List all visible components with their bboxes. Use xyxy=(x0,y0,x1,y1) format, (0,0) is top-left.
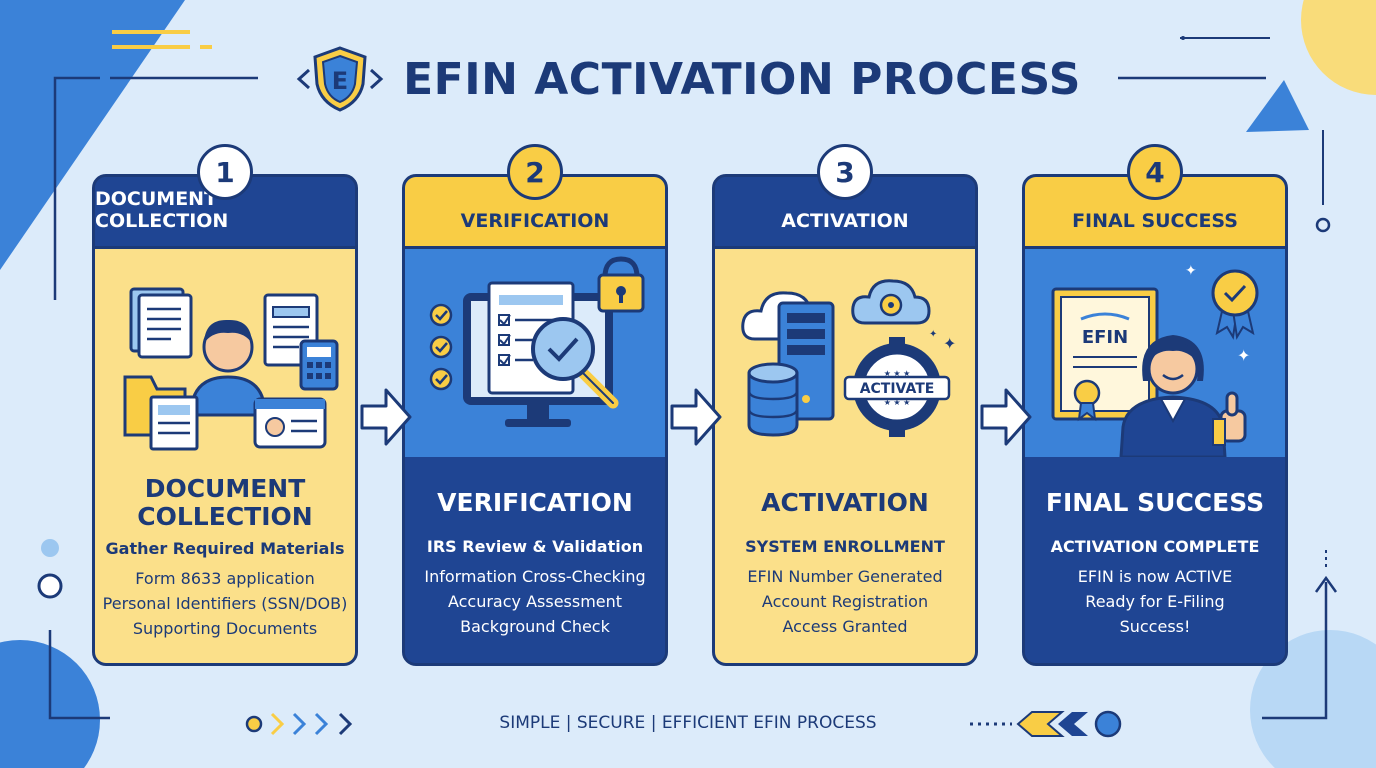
logo-letter: E xyxy=(332,67,348,95)
database-icon xyxy=(747,362,799,437)
svg-text:★ ★ ★: ★ ★ ★ xyxy=(884,369,911,378)
person-icon xyxy=(189,319,267,417)
step-subheading: SYSTEM ENROLLMENT xyxy=(745,537,945,556)
step-illustration: EFIN xyxy=(1025,249,1285,459)
calculator-icon xyxy=(299,339,339,391)
step-card-document-collection: DOCUMENT COLLECTION xyxy=(92,174,358,666)
step-number-badge: 2 xyxy=(507,144,563,200)
sparkle-icon: ✦ ✦ xyxy=(929,329,956,353)
svg-text:★ ★ ★: ★ ★ ★ xyxy=(884,398,911,407)
step-number-badge: 4 xyxy=(1127,144,1183,200)
lock-icon xyxy=(597,256,645,313)
step-illustration xyxy=(95,249,355,457)
step-body: ACTIVATION SYSTEM ENROLLMENT EFIN Number… xyxy=(715,457,975,663)
step-illustration xyxy=(405,249,665,457)
magnifier-icon xyxy=(531,317,619,409)
sparkle-icon: ✦ ✦ xyxy=(1185,263,1250,365)
certificate-icon: EFIN xyxy=(1051,287,1159,422)
step-arrow-icon xyxy=(980,388,1032,446)
step-detail: Information Cross-Checking xyxy=(424,567,646,586)
step-detail: EFIN is now ACTIVE xyxy=(1077,567,1233,586)
step-heading: COLLECTION xyxy=(137,502,313,531)
certificate-label: EFIN xyxy=(1082,327,1128,348)
step-arrow-icon xyxy=(670,388,722,446)
step-heading: FINAL SUCCESS xyxy=(1045,488,1265,517)
step-arrow-icon xyxy=(360,388,412,446)
step-detail: Supporting Documents xyxy=(132,619,318,638)
step-detail: Form 8633 application xyxy=(135,569,315,588)
step-detail: EFIN Number Generated xyxy=(747,567,943,586)
step-heading: ACTIVATION xyxy=(761,488,929,517)
person-thumbs-up-icon xyxy=(1119,335,1247,459)
step-card-verification: VERIFICATION xyxy=(402,174,668,666)
step-header: DOCUMENT COLLECTION xyxy=(95,177,355,249)
svg-text:✦: ✦ xyxy=(943,334,956,353)
step-detail: Personal Identifiers (SSN/DOB) xyxy=(102,594,348,613)
page-title: EFIN ACTIVATION PROCESS xyxy=(403,53,1081,105)
step-number-badge: 3 xyxy=(817,144,873,200)
step-detail: Ready for E-Filing xyxy=(1085,592,1225,611)
folder-icon xyxy=(123,375,199,451)
step-detail: Accuracy Assessment xyxy=(447,592,623,611)
activate-label: ACTIVATE xyxy=(860,381,935,397)
cloud-gear-icon xyxy=(851,279,931,325)
step-card-final-success: FINAL SUCCESS EFIN xyxy=(1022,174,1288,666)
step-heading: VERIFICATION xyxy=(437,488,633,517)
step-body: VERIFICATION IRS Review & Validation Inf… xyxy=(405,457,665,663)
checklist-icon xyxy=(429,303,453,391)
svg-text:✦: ✦ xyxy=(1237,346,1250,365)
svg-text:✦: ✦ xyxy=(929,329,937,340)
award-badge-icon xyxy=(1211,269,1259,340)
step-subheading: ACTIVATION COMPLETE xyxy=(1050,537,1260,556)
step-detail: Success! xyxy=(1119,617,1191,636)
step-body: DOCUMENT COLLECTION Gather Required Mate… xyxy=(95,457,355,663)
title-row: E EFIN ACTIVATION PROCESS xyxy=(0,44,1376,114)
step-number-badge: 1 xyxy=(197,144,253,200)
step-illustration: ★ ★ ★ ★ ★ ★ ACTIVATE ✦ ✦ xyxy=(715,249,975,457)
id-card-icon xyxy=(253,397,327,449)
documents-icon xyxy=(129,287,193,359)
shield-logo-icon: E xyxy=(296,46,384,112)
step-subheading: Gather Required Materials xyxy=(105,539,345,558)
step-heading: DOCUMENT xyxy=(144,474,306,503)
activate-badge: ACTIVATE xyxy=(843,375,951,401)
step-detail: Account Registration xyxy=(761,592,929,611)
step-detail: Background Check xyxy=(460,617,610,636)
step-body: FINAL SUCCESS ACTIVATION COMPLETE EFIN i… xyxy=(1025,457,1285,663)
footer-tagline: SIMPLE | SECURE | EFFICIENT EFIN PROCESS xyxy=(499,713,877,733)
svg-text:✦: ✦ xyxy=(1185,263,1197,279)
step-subheading: IRS Review & Validation xyxy=(426,537,644,556)
step-card-activation: ACTIVATION xyxy=(712,174,978,666)
step-detail: Access Granted xyxy=(782,617,908,636)
